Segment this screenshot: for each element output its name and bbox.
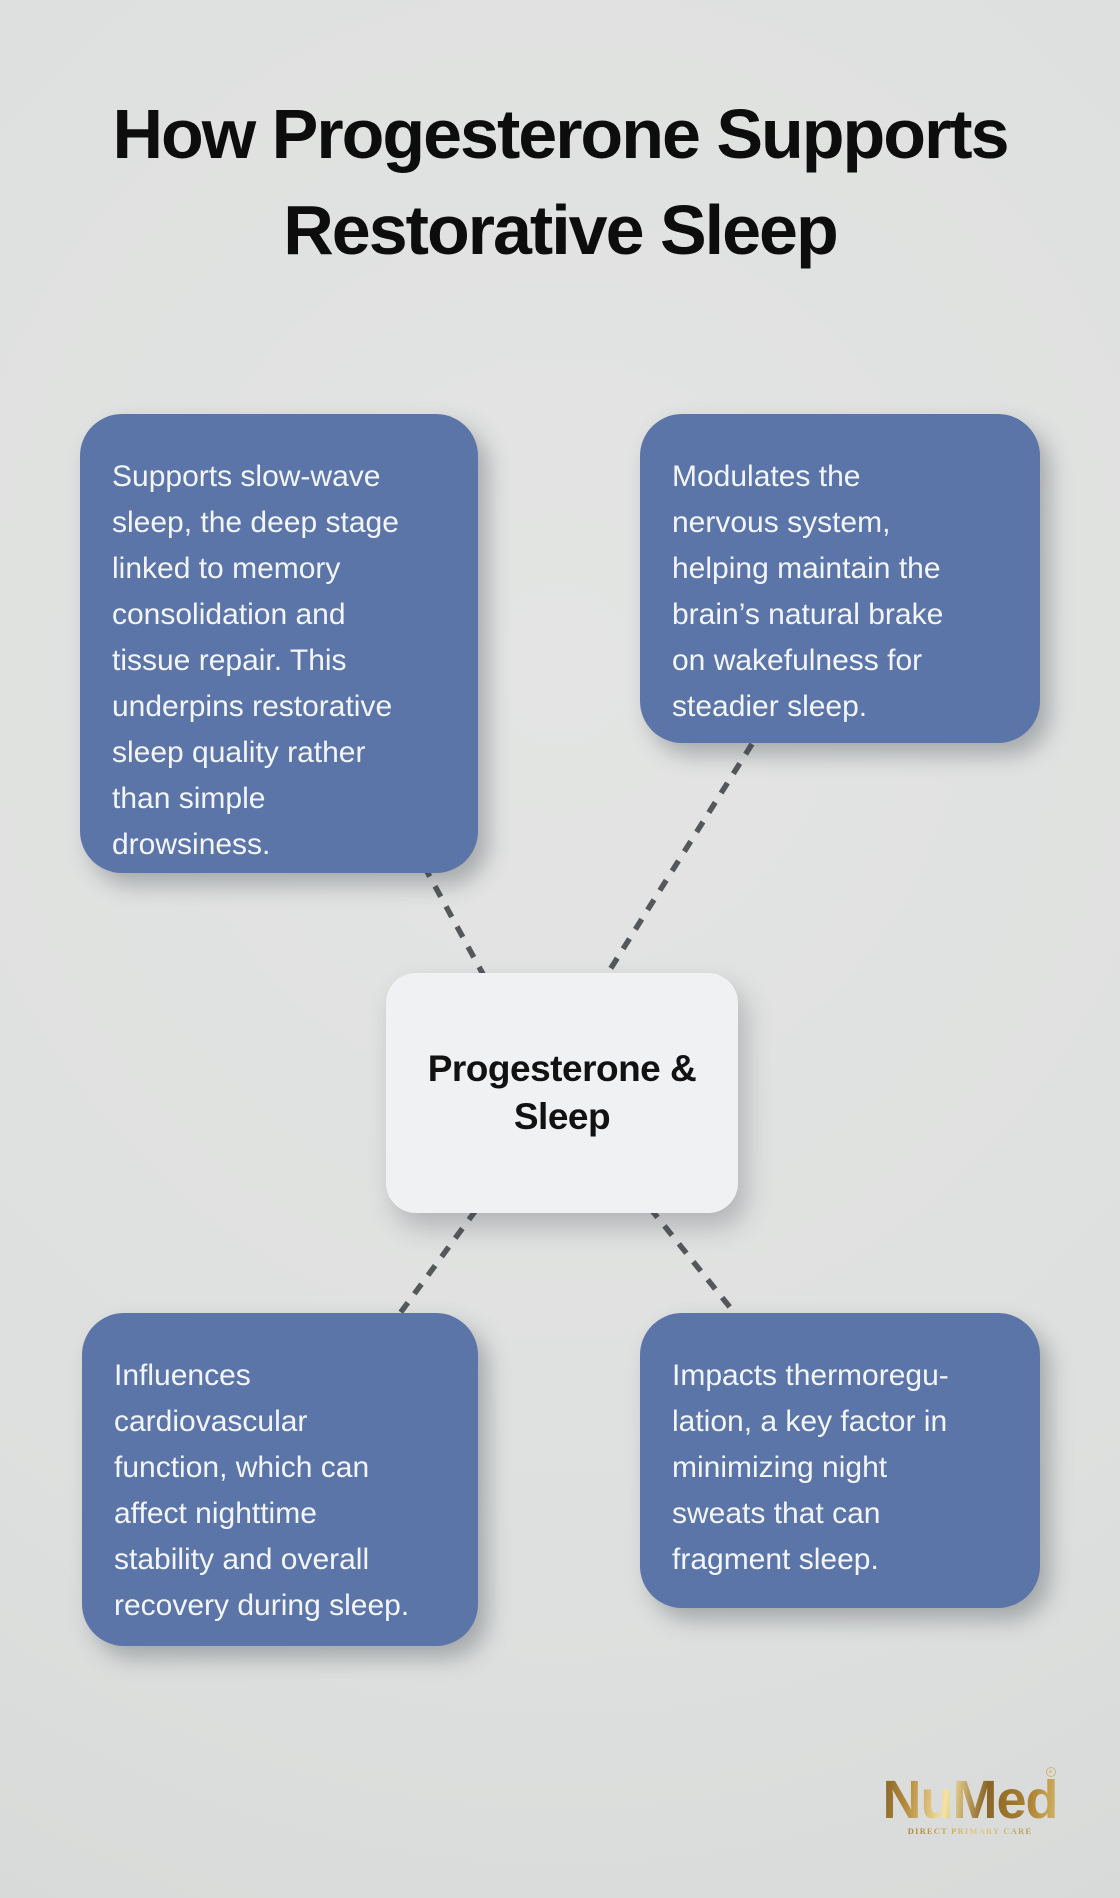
connector-top-right-line: [603, 742, 755, 978]
connector-bottom-left-line: [395, 1208, 479, 1318]
logo-wordmark: NuMed: [872, 1771, 1068, 1829]
node-bottom-left-text: Influences cardiovascular function, whic…: [114, 1359, 410, 1622]
node-top-right: Modulates the nervous system, helping ma…: [640, 414, 1040, 743]
node-top-left: Supports slow-wave sleep, the deep stage…: [80, 414, 478, 873]
page-title: How Progesterone Supports Restorative Sl…: [112, 95, 1009, 269]
connector-bottom-right-line: [647, 1206, 740, 1318]
center-node-label: Progesterone & Sleep: [427, 1048, 697, 1137]
logo-emblem-icon: [1046, 1767, 1056, 1777]
node-bottom-right: Impacts thermoregu- lation, a key factor…: [640, 1313, 1040, 1608]
node-bottom-left: Influences cardiovascular function, whic…: [82, 1313, 478, 1646]
connector-top-left-line: [421, 864, 487, 978]
node-top-right-text: Modulates the nervous system, helping ma…: [672, 460, 944, 723]
center-node: Progesterone & Sleep: [386, 973, 738, 1213]
node-bottom-right-text: Impacts thermoregu- lation, a key factor…: [672, 1359, 949, 1576]
node-top-left-text: Supports slow-wave sleep, the deep stage…: [112, 460, 399, 861]
numed-logo: NuMed DIRECT PRIMARY CARE: [872, 1763, 1068, 1836]
logo-tagline: DIRECT PRIMARY CARE: [872, 1826, 1068, 1836]
